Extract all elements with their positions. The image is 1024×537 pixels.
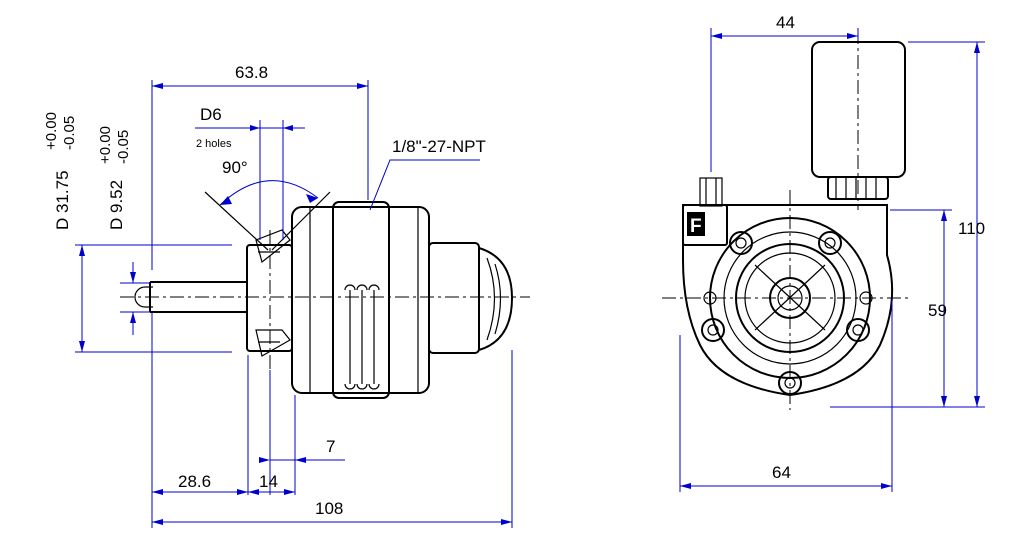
dim-shaft-length-label: 28.6 <box>178 472 211 491</box>
dim-height-total <box>830 41 985 408</box>
f-marking-box <box>687 212 705 236</box>
dim-height-body <box>890 209 952 407</box>
dim-small-diameter-label-group: D 9.52 +0.00 -0.05 <box>97 126 132 230</box>
dim-small-diameter-label: D 9.52 <box>107 180 126 230</box>
dim-width-top <box>710 28 859 172</box>
f-marking: F <box>690 216 702 237</box>
dim-main-diameter-label-group: D 31.75 +0.00 -0.05 <box>43 112 78 230</box>
pump-body <box>291 201 430 399</box>
bolt-holes <box>701 231 873 395</box>
hole-dimension <box>195 120 305 240</box>
dim-body-length-label: 63.8 <box>235 63 268 82</box>
dim-main-diameter <box>75 244 232 353</box>
dim-thread-label: 1/8"-27-NPT <box>392 137 486 156</box>
dim-main-diameter-tol-upper: +0.00 <box>43 112 60 150</box>
dim-small-diameter-tol-lower: -0.05 <box>115 130 132 164</box>
rear-fitting <box>428 242 514 354</box>
dim-small-diameter-tol-upper: +0.00 <box>97 126 114 164</box>
dim-overall-length-label: 108 <box>315 499 343 518</box>
dim-offset-label: 7 <box>326 437 335 456</box>
thread-leader <box>369 159 480 211</box>
dim-width-bottom-label: 64 <box>772 463 791 482</box>
dim-hole-label: D6 <box>200 105 222 124</box>
dim-small-diameter <box>120 262 150 335</box>
dim-main-diameter-label: D 31.75 <box>53 170 72 230</box>
dim-main-diameter-tol-lower: -0.05 <box>61 116 78 150</box>
angle-indicator <box>204 180 331 251</box>
bottom-dimensions <box>151 312 513 528</box>
side-view: 63.8 D6 2 holes 90° 1/8"-27-NPT 28.6 14 … <box>43 63 530 528</box>
dim-flange-width-label: 14 <box>259 472 278 491</box>
top-cylinder <box>811 30 906 210</box>
dim-angle-label: 90° <box>222 158 248 177</box>
dim-width-bottom <box>679 300 893 492</box>
dim-width-top-label: 44 <box>776 13 795 32</box>
dim-body-length <box>151 80 369 270</box>
dim-hole-count-label: 2 holes <box>196 138 232 150</box>
front-view: F <box>662 13 985 492</box>
dim-height-body-label: 59 <box>928 301 947 320</box>
dim-height-total-label: 110 <box>958 219 985 238</box>
